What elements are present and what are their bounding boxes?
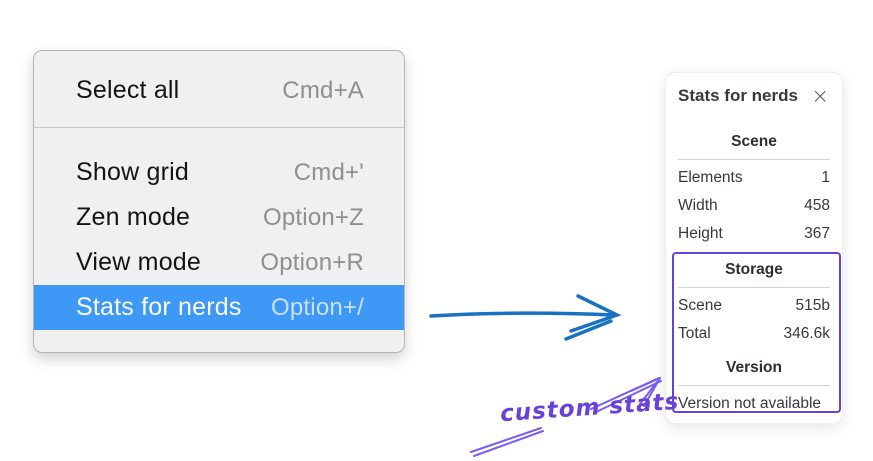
stat-value: 515b bbox=[795, 297, 830, 314]
stats-panel-header: Stats for nerds × bbox=[678, 85, 830, 107]
stats-panel-title: Stats for nerds bbox=[678, 86, 798, 105]
menu-item-label: Show grid bbox=[76, 158, 189, 186]
section-title: Storage bbox=[725, 261, 783, 278]
menu-item-shortcut: Option+R bbox=[260, 248, 364, 276]
menu-separator bbox=[34, 127, 404, 128]
stat-label: Height bbox=[678, 225, 723, 242]
close-icon[interactable]: × bbox=[811, 84, 829, 108]
stat-value: 458 bbox=[804, 197, 830, 214]
stat-row-width: Width 458 bbox=[678, 195, 830, 216]
stat-row-total-size: Total 346.6k bbox=[678, 323, 830, 344]
stat-value: 367 bbox=[804, 225, 830, 242]
menu-item-show-grid[interactable]: Show grid Cmd+' bbox=[34, 150, 404, 195]
section-divider bbox=[678, 287, 830, 288]
menu-item-label: Stats for nerds bbox=[76, 293, 242, 321]
menu-item-shortcut: Option+Z bbox=[263, 203, 364, 231]
stat-label: Total bbox=[678, 325, 711, 342]
stat-label: Elements bbox=[678, 169, 743, 186]
menu-item-label: Select all bbox=[76, 76, 180, 104]
stat-label: Width bbox=[678, 197, 718, 214]
stat-value: 346.6k bbox=[783, 325, 830, 342]
menu-item-view-mode[interactable]: View mode Option+R bbox=[34, 240, 404, 285]
section-title: Scene bbox=[731, 133, 777, 150]
menu-item-stats-for-nerds[interactable]: Stats for nerds Option+/ bbox=[34, 285, 404, 330]
menu-item-select-all[interactable]: Select all Cmd+A bbox=[34, 68, 404, 113]
annotation-label: custom stats bbox=[499, 388, 681, 428]
stats-panel: Stats for nerds × Scene Elements 1 Width… bbox=[665, 72, 843, 424]
menu-item-shortcut: Cmd+' bbox=[293, 158, 364, 186]
section-title: Version bbox=[726, 359, 782, 376]
stat-row-elements: Elements 1 bbox=[678, 167, 830, 188]
menu-item-label: View mode bbox=[76, 248, 202, 276]
menu-item-shortcut: Cmd+A bbox=[282, 76, 364, 104]
context-menu: Select all Cmd+A Show grid Cmd+' Zen mod… bbox=[33, 50, 405, 353]
menu-item-zen-mode[interactable]: Zen mode Option+Z bbox=[34, 195, 404, 240]
blue-arrow bbox=[429, 294, 622, 341]
stat-label: Scene bbox=[678, 297, 722, 314]
menu-item-shortcut: Option+/ bbox=[271, 293, 364, 321]
stats-section-scene: Scene Elements 1 Width 458 Height 367 bbox=[678, 131, 830, 244]
section-divider bbox=[678, 385, 830, 386]
stats-section-storage: Storage Scene 515b Total 346.6k bbox=[678, 259, 830, 344]
menu-item-label: Zen mode bbox=[76, 203, 191, 231]
stats-section-version: Version Version not available bbox=[678, 357, 830, 414]
version-note: Version not available bbox=[678, 395, 822, 412]
stat-row-scene-size: Scene 515b bbox=[678, 295, 830, 316]
section-divider bbox=[678, 159, 830, 160]
stat-value: 1 bbox=[821, 169, 830, 186]
stat-row-height: Height 367 bbox=[678, 223, 830, 244]
